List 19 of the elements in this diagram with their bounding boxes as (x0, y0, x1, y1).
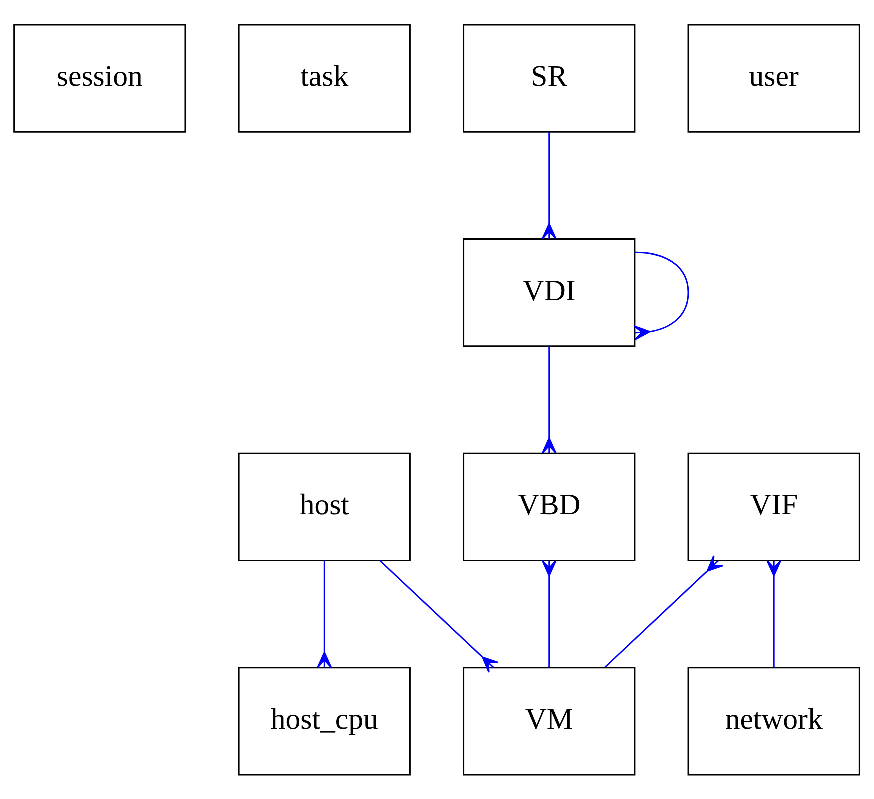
connector (380, 560, 499, 673)
node-box: session (14, 24, 186, 132)
node-box: host_cpu (238, 666, 411, 776)
connector (604, 554, 724, 668)
node-box: host (238, 452, 411, 561)
node-box: VIF (688, 452, 860, 561)
node-box: network (688, 666, 860, 776)
connector (542, 560, 557, 668)
connector (542, 346, 557, 454)
node-box: VDI (463, 238, 636, 347)
connector (634, 251, 690, 340)
connector (766, 560, 782, 668)
node-box: task (238, 24, 411, 132)
node-box: VBD (463, 452, 636, 561)
node-box: user (688, 24, 860, 132)
connector (317, 560, 332, 668)
connector (542, 132, 557, 240)
node-box: VM (463, 666, 636, 776)
node-box: SR (463, 24, 636, 132)
